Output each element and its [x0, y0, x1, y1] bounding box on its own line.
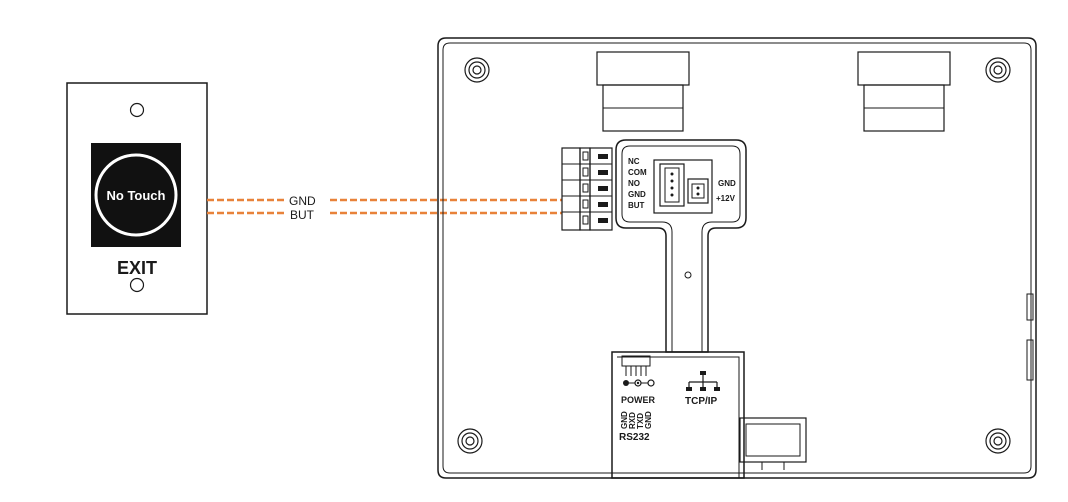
power-port-label: POWER [621, 395, 656, 405]
rs232-pin-rxd: RXD [628, 412, 637, 429]
bottom-latch [739, 417, 807, 470]
terminal-labels: NC COM NO GND BUT [628, 157, 647, 210]
screw-terminal-block [561, 147, 613, 231]
bottom-screw-hole [129, 277, 145, 293]
terminal-label-com: COM [628, 168, 647, 177]
power-header [687, 178, 709, 204]
rs232-pin-txd: TXD [636, 413, 645, 429]
tcpip-port-label: TCP/IP [685, 396, 718, 407]
terminal-label-no: NO [628, 179, 640, 188]
rs232-pin-gnd-2: GND [644, 411, 653, 429]
mounting-hole-top-right [985, 57, 1011, 83]
top-latch-left [596, 51, 690, 132]
top-latch-right [857, 51, 951, 132]
rs232-port-label: RS232 [619, 432, 650, 443]
network-icon [686, 371, 720, 391]
power-label-gnd: GND [718, 179, 736, 188]
exit-label: EXIT [117, 258, 157, 278]
wiegand-header [653, 159, 713, 214]
mounting-hole-bottom-left [457, 428, 483, 454]
power-terminal-labels: GND +12V [716, 179, 736, 203]
no-touch-text: No Touch [107, 188, 166, 203]
rs232-pin-gnd-1: GND [620, 411, 629, 429]
side-clip-bottom [1026, 339, 1034, 381]
wire-label-but: BUT [290, 208, 315, 222]
side-clip-top [1026, 293, 1034, 321]
top-screw-hole [129, 102, 145, 118]
mounting-hole-bottom-right [985, 428, 1011, 454]
terminal-label-but: BUT [628, 201, 645, 210]
reader-back-panel [437, 37, 1037, 479]
terminal-label-nc: NC [628, 157, 640, 166]
power-label-12v: +12V [716, 194, 736, 203]
wires: GND BUT [207, 194, 562, 222]
interface-module [611, 351, 745, 479]
panel-outer-edge [437, 37, 1037, 479]
power-jack [621, 355, 655, 387]
panel-inner-edge [442, 42, 1032, 474]
interface-module-inner [617, 356, 740, 478]
rs232-pin-labels: GND RXD TXD GND [620, 411, 653, 429]
board-screw [684, 271, 692, 279]
touch-ring [94, 153, 178, 237]
exit-button: No Touch EXIT [66, 82, 208, 315]
mounting-hole-top-left [464, 57, 490, 83]
wire-label-gnd: GND [289, 194, 316, 208]
terminal-label-gnd: GND [628, 190, 646, 199]
